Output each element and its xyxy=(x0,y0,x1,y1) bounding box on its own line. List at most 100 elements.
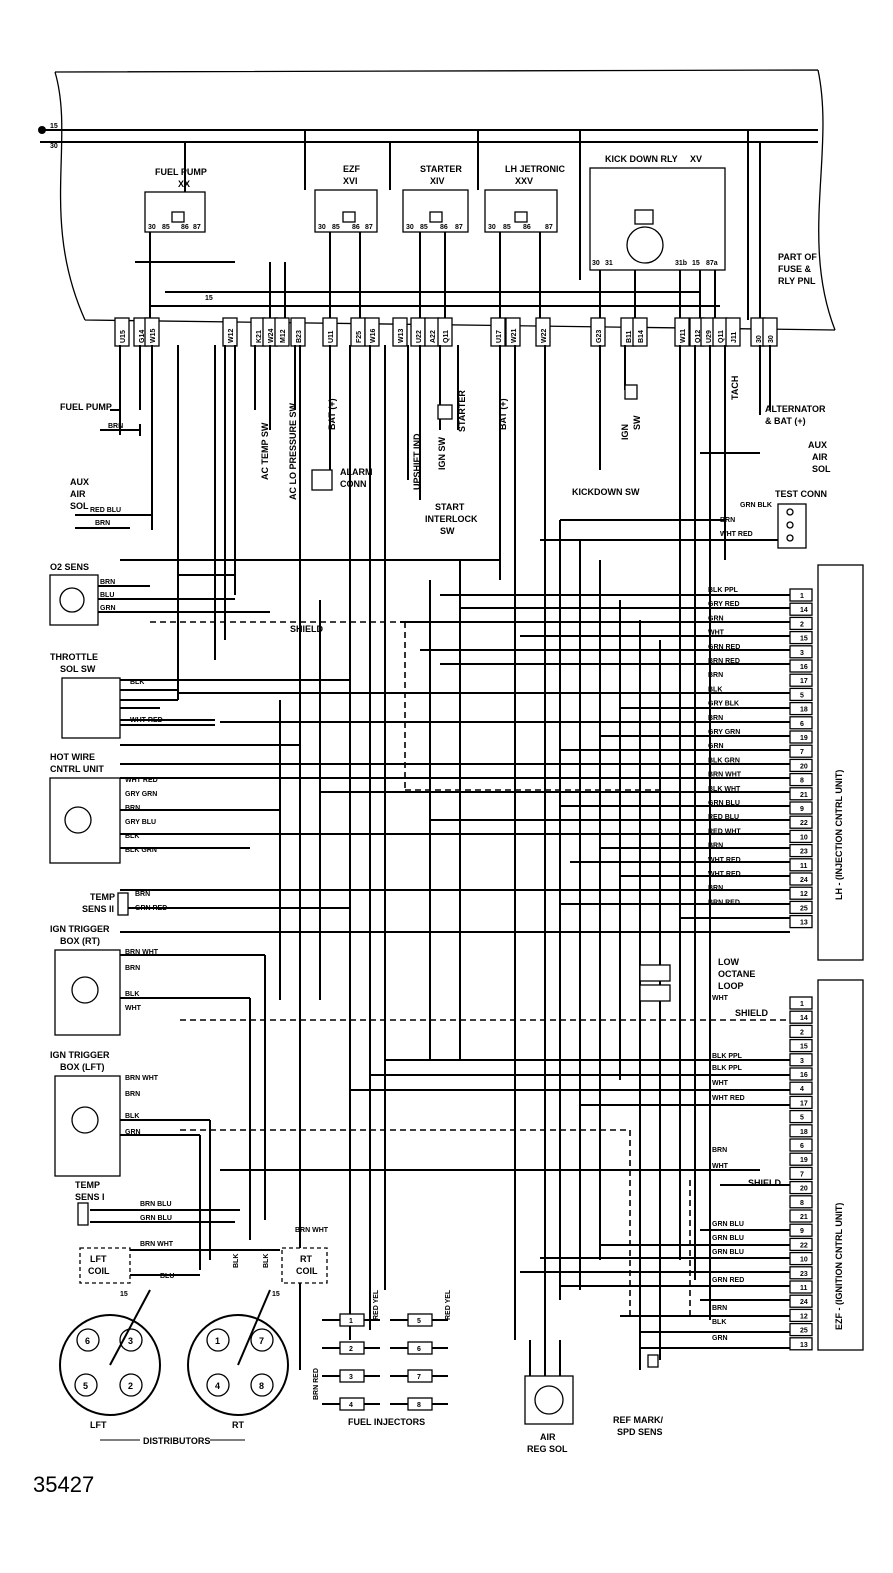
terminal-label: W13 xyxy=(398,329,405,344)
ezf-pin-box xyxy=(789,1010,813,1024)
terminal-box xyxy=(222,317,238,347)
ezf-pin-box xyxy=(789,1095,813,1110)
lft-coil-label-2: COIL xyxy=(88,1266,110,1276)
ign-trigger-rt-label-2: BOX (RT) xyxy=(60,936,100,946)
ref-mark-label-1: REF MARK/ xyxy=(613,1415,663,1425)
lh-wire-label: WHT xyxy=(708,630,725,637)
ezf-pin-box xyxy=(789,1166,813,1181)
terminal-label: A22 xyxy=(430,330,437,343)
terminal-box xyxy=(490,317,506,347)
low-octane-label-2: OCTANE xyxy=(718,969,755,979)
svg-text:GRN BLU: GRN BLU xyxy=(140,1215,172,1222)
terminal-label: U22 xyxy=(416,330,423,343)
terminal-box xyxy=(632,317,648,347)
lh-wire-label: BLK xyxy=(708,686,722,693)
lh-pin-box xyxy=(789,616,813,631)
temp-sens-i-label-1: TEMP xyxy=(75,1180,100,1190)
svg-text:BLK: BLK xyxy=(233,1254,240,1268)
injector-number: 8 xyxy=(417,1402,421,1409)
ezf-pin-box xyxy=(789,1294,813,1308)
lh-pin-box xyxy=(789,758,813,773)
lh-pin-box xyxy=(789,630,813,645)
svg-text:6: 6 xyxy=(85,1336,90,1346)
low-octane-label-1: LOW xyxy=(718,957,739,967)
ezf-pin-label: 24 xyxy=(800,1299,808,1306)
ezf-wire-label: WHT xyxy=(712,1080,729,1087)
relay-lh-code: XXV xyxy=(515,176,533,186)
lh-pin-box xyxy=(789,858,813,872)
relay-ezf-name: EZF xyxy=(343,164,361,174)
fuel-injectors-label: FUEL INJECTORS xyxy=(348,1417,425,1427)
lh-pin-box xyxy=(789,829,813,844)
hot-wire-label-2: CNTRL UNIT xyxy=(50,764,104,774)
shield-dashed-wires xyxy=(150,621,790,1320)
svg-text:30: 30 xyxy=(592,260,600,267)
lh-injection-control-unit: LH - (INJECTION CNTRL UNIT) 114215316175… xyxy=(708,564,864,961)
ezf-pin-label: 14 xyxy=(800,1015,808,1022)
aux-air-sol-right-1: AUX xyxy=(808,440,827,450)
svg-text:BLK: BLK xyxy=(130,679,144,686)
lh-pin-box xyxy=(789,914,813,929)
lh-wire-label: GRN BLU xyxy=(708,800,740,807)
lh-pin-box xyxy=(789,744,813,758)
svg-text:BRN: BRN xyxy=(125,965,140,972)
svg-text:31b: 31b xyxy=(675,260,687,267)
lh-pin-label: 20 xyxy=(800,763,808,770)
aux-air-sol-right-2: AIR xyxy=(812,452,828,462)
ezf-pin-label: 10 xyxy=(800,1257,808,1264)
ezf-wire-label: GRN BLU xyxy=(712,1249,744,1256)
lh-pin-box xyxy=(789,801,813,815)
ezf-pin-label: 12 xyxy=(800,1313,808,1320)
svg-text:87: 87 xyxy=(545,224,553,231)
svg-text:85: 85 xyxy=(420,224,428,231)
svg-text:87: 87 xyxy=(193,224,201,231)
svg-text:RED YEL: RED YEL xyxy=(373,1289,380,1320)
bat1-label: BAT (+) xyxy=(327,398,337,430)
ezf-ignition-control-unit: EZF - (IGNITION CNTRL UNIT) 114215316417… xyxy=(712,979,864,1351)
svg-text:31: 31 xyxy=(605,260,613,267)
ign-trigger-lft-label-1: IGN TRIGGER xyxy=(50,1050,110,1060)
terminal-label: Q11 xyxy=(718,330,725,343)
throttle-sol-sw-label-2: SOL SW xyxy=(60,664,96,674)
lh-pin-label: 14 xyxy=(800,607,808,614)
temp-sens-i-label-2: SENS I xyxy=(75,1192,105,1202)
ezf-pin-box xyxy=(789,1024,813,1039)
svg-text:86: 86 xyxy=(523,224,531,231)
lh-pin-box xyxy=(789,815,813,829)
svg-text:4: 4 xyxy=(215,1381,220,1391)
lh-pin-label: 6 xyxy=(800,721,804,728)
shield-label-1: SHIELD xyxy=(290,624,324,634)
fuse-panel-label-2: FUSE & xyxy=(778,264,812,274)
ezf-pin-label: 16 xyxy=(800,1072,808,1079)
ezf-pin-label: 20 xyxy=(800,1186,808,1193)
left-components: FUEL PUMP BRN AUX AIR SOL RED BLU BRN O2… xyxy=(49,402,329,1298)
fuse-panel-label-1: PART OF xyxy=(778,252,817,262)
svg-text:BRN WHT: BRN WHT xyxy=(125,1075,159,1082)
svg-text:BRN RED: BRN RED xyxy=(313,1368,320,1400)
terminal-box xyxy=(114,317,130,347)
svg-text:85: 85 xyxy=(503,224,511,231)
lft-distributor-label: LFT xyxy=(90,1420,107,1430)
svg-text:2: 2 xyxy=(128,1381,133,1391)
svg-text:1: 1 xyxy=(215,1336,220,1346)
relay-feed-wires xyxy=(135,130,761,320)
kickdown-sw-label: KICKDOWN SW xyxy=(572,487,640,497)
svg-text:BRN: BRN xyxy=(720,517,735,524)
terminal-box xyxy=(674,317,690,347)
lft-coil-label-1: LFT xyxy=(90,1254,107,1264)
ezf-wire-label: WHT xyxy=(712,1163,729,1170)
terminal-label: F25 xyxy=(356,331,363,343)
svg-text:GRN: GRN xyxy=(125,1129,141,1136)
terminal-label: W15 xyxy=(150,329,157,344)
svg-text:BRN BLU: BRN BLU xyxy=(140,1201,172,1208)
terminal-label: W24 xyxy=(268,329,275,344)
fuse-panel-label-3: RLY PNL xyxy=(778,276,816,286)
aux-air-sol-label-1: AUX xyxy=(70,477,89,487)
ezf-pin-label: 3 xyxy=(800,1058,804,1065)
terminal-label: B23 xyxy=(296,330,303,343)
bus-15-label: 15 xyxy=(50,123,58,130)
